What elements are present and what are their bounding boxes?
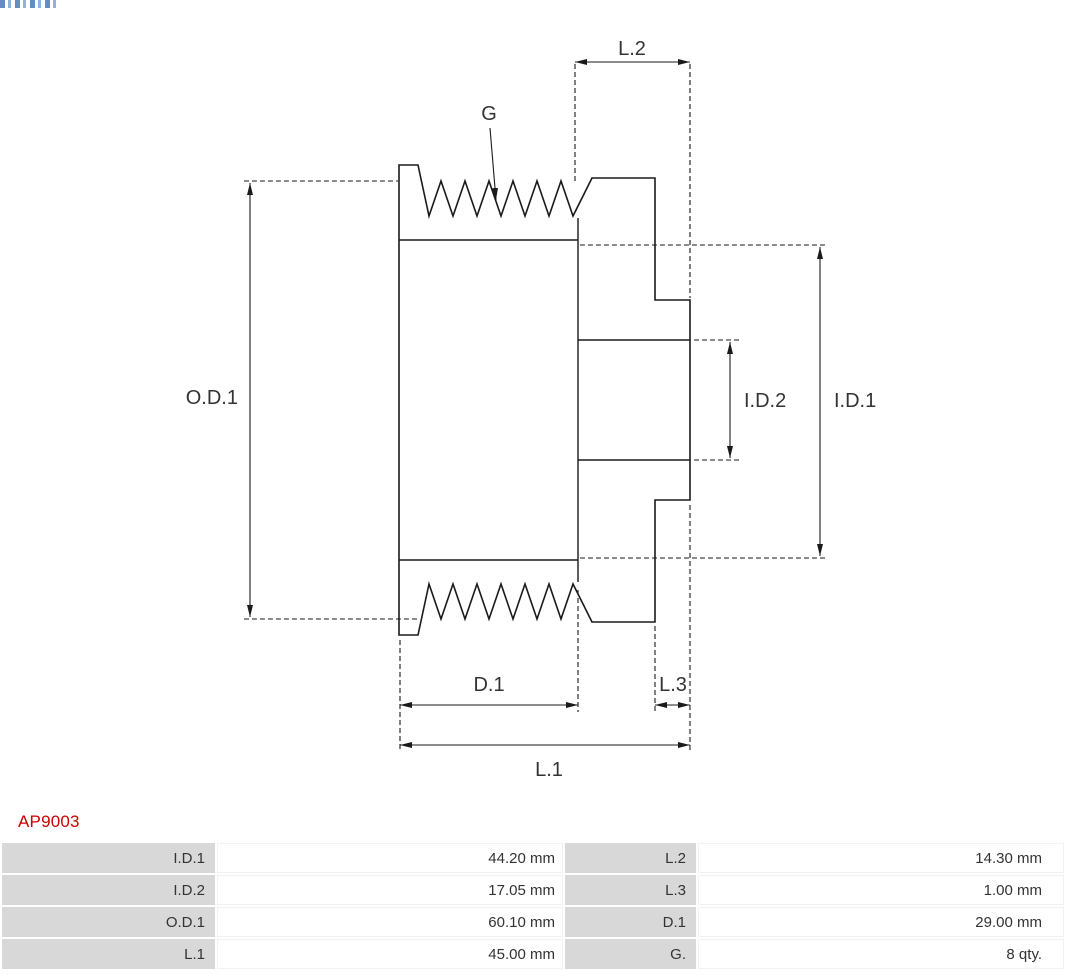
spec-label: G. xyxy=(565,939,696,969)
dim-label-id2: I.D.2 xyxy=(744,390,786,412)
extension-lines xyxy=(244,64,828,752)
dim-label-l1: L.1 xyxy=(535,759,563,781)
pulley-outline xyxy=(398,164,691,636)
spec-value: 17.05 mm xyxy=(217,875,563,905)
technical-drawing: L.2 G O.D.1 I.D.2 I.D.1 D.1 L.3 L.1 xyxy=(186,38,877,781)
spec-value: 1.00 mm xyxy=(698,875,1064,905)
spec-label: L.2 xyxy=(565,843,696,873)
pulley-diagram-svg: L.2 G O.D.1 I.D.2 I.D.1 D.1 L.3 L.1 xyxy=(186,38,877,781)
spec-value: 8 qty. xyxy=(698,939,1064,969)
dim-label-id1: I.D.1 xyxy=(834,390,876,412)
dim-label-g: G xyxy=(481,103,497,125)
dim-label-d1: D.1 xyxy=(473,674,504,696)
spec-label: L.3 xyxy=(565,875,696,905)
spec-value: 44.20 mm xyxy=(217,843,563,873)
spec-label: I.D.1 xyxy=(2,843,215,873)
sheave-internal-lines xyxy=(399,218,690,582)
spec-label: D.1 xyxy=(565,907,696,937)
logo-fragment xyxy=(0,0,58,8)
dim-label-l3: L.3 xyxy=(659,674,687,696)
spec-value: 45.00 mm xyxy=(217,939,563,969)
spec-label: I.D.2 xyxy=(2,875,215,905)
groove-leader-line xyxy=(489,127,498,201)
spec-label: O.D.1 xyxy=(2,907,215,937)
dim-label-od1: O.D.1 xyxy=(186,387,238,409)
spec-value: 29.00 mm xyxy=(698,907,1064,937)
part-number: AP9003 xyxy=(18,812,80,831)
spec-table: I.D.1 44.20 mm L.2 14.30 mm I.D.2 17.05 … xyxy=(2,843,1064,969)
spec-value: 14.30 mm xyxy=(698,843,1064,873)
dim-label-l2: L.2 xyxy=(618,38,646,60)
spec-label: L.1 xyxy=(2,939,215,969)
spec-value: 60.10 mm xyxy=(217,907,563,937)
